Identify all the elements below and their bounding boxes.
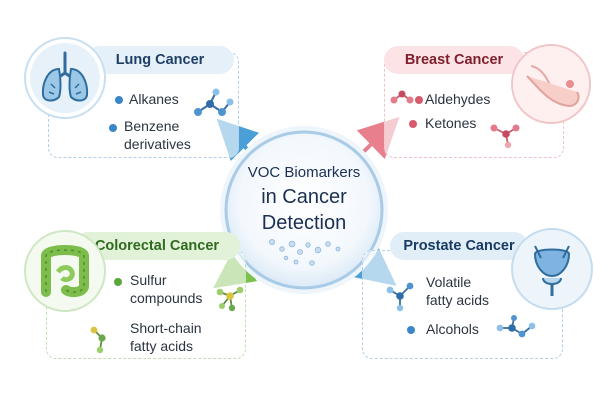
lung-title: Lung Cancer [86,46,234,74]
breast-item-2: Ketones [425,114,476,132]
center-title-line3: Detection [261,212,347,234]
molecule-icon [386,282,414,312]
molecule-icon [216,286,244,312]
molecule-icon [496,315,536,338]
bullet-icon [114,278,122,286]
prostate-icon [533,245,571,296]
center-circle [224,130,384,290]
prostate-title: Prostate Cancer [390,232,528,260]
colorectal-item-2: Short-chain fatty acids [130,319,202,355]
lung-item-1-text: Alkanes [129,91,179,107]
molecule-icon [390,90,414,104]
bullet-icon [415,96,423,104]
lung-item-1: Alkanes [129,90,179,108]
bullet-icon [115,96,123,104]
breast-item-1: Aldehydes [425,90,490,108]
breast-item-1-text: Aldehydes [425,91,491,107]
breast-item-2-text: Ketones [425,115,477,131]
colon-icon [41,245,89,298]
lung-item-2-line1: Benzene [124,118,180,134]
prostate-item-1-line2: fatty acids [426,292,490,308]
bullet-icon [407,326,415,334]
prostate-item-1: Volatile fatty acids [426,273,489,309]
molecule-icon [90,326,106,354]
colorectal-item-1-line2: compounds [130,290,203,306]
colorectal-item-2-line1: Short-chain [130,320,202,336]
breast-title: Breast Cancer [384,46,524,74]
center-title-line1: VOC Biomarkers [247,164,361,181]
bullet-icon [409,120,417,128]
bullet-icon [109,124,117,132]
lungs-icon [30,43,100,113]
prostate-badge [511,228,593,310]
colorectal-badge [24,230,106,312]
molecule-icon [490,124,520,149]
lung-item-2-line2: derivatives [124,136,191,152]
center-label: VOC Biomarkers in Cancer Detection [222,128,386,292]
bubbles-icon [268,238,341,266]
center-title-line2: in Cancer [261,186,347,208]
lung-item-2: Benzene derivatives [124,117,191,153]
lung-badge [24,37,106,119]
breast-icon [526,65,580,108]
colorectal-item-2-line2: fatty acids [130,338,194,354]
prostate-item-2: Alcohols [426,320,479,338]
prostate-item-2-text: Alcohols [426,321,479,337]
breast-badge [511,44,591,124]
colorectal-item-1: Sulfur compounds [130,271,202,307]
molecule-icon [194,88,234,116]
colorectal-item-1-line1: Sulfur [130,272,167,288]
prostate-item-1-line1: Volatile [426,274,472,290]
